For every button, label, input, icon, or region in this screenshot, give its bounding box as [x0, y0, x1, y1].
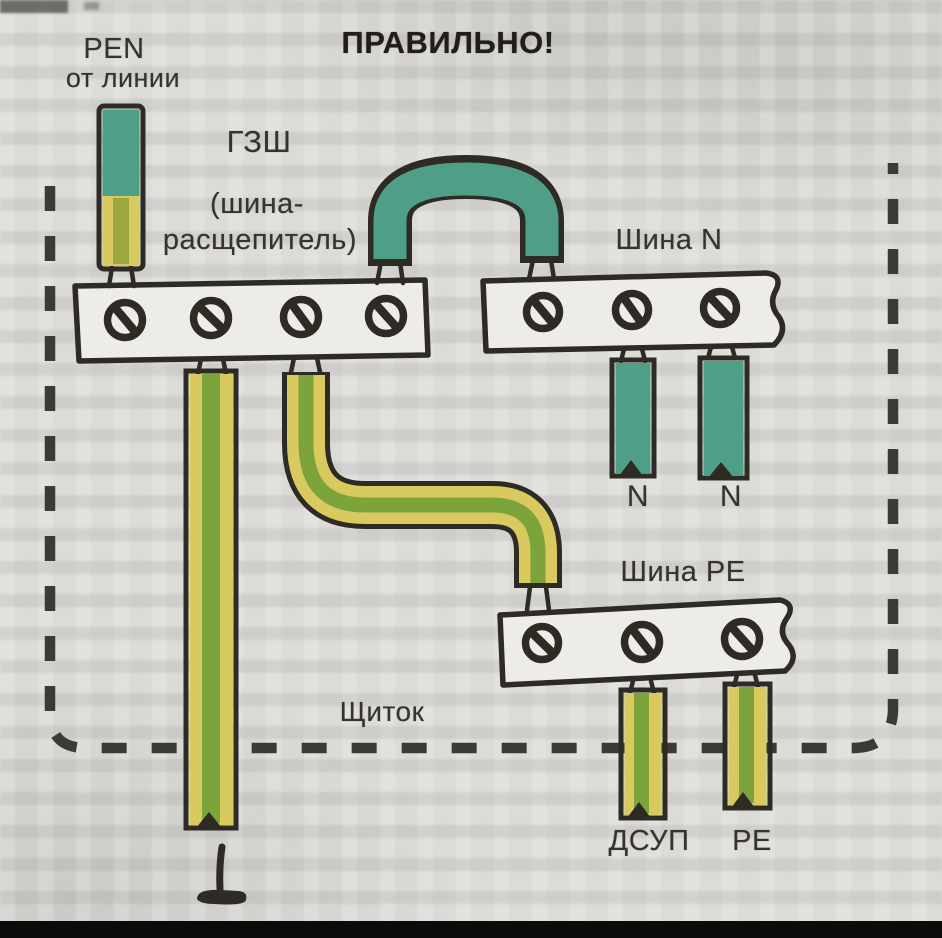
label-pe-out: PE	[732, 825, 772, 857]
gzsh-screw-3	[279, 295, 323, 339]
label-bus-n: Шина N	[615, 224, 723, 256]
gzsh-screw-1	[103, 298, 147, 342]
ground-wire-main	[183, 368, 247, 905]
dsup-wire	[618, 687, 668, 821]
label-gzsh: ГЗШ	[226, 124, 292, 159]
pe-screw-1	[521, 622, 563, 664]
gzsh-bus	[72, 277, 431, 364]
diagram-title: ПРАВИЛЬНО!	[341, 25, 555, 60]
pe-screw-3	[720, 617, 764, 661]
earth-electrode-symbol	[197, 889, 247, 905]
pe-wire	[722, 681, 773, 811]
label-pen-line1: PEN	[83, 33, 145, 65]
pen-wire	[96, 103, 146, 272]
pe-branch-wire	[282, 372, 562, 588]
panel-dashed-border	[44, 163, 899, 754]
n-screw-1	[522, 291, 564, 333]
scan-artifact-bottom-bar	[0, 921, 942, 938]
scan-artifact-top-left	[0, 0, 68, 13]
wire-end-notch	[196, 812, 222, 828]
jumper-wire	[368, 154, 564, 266]
n-wire-1	[609, 357, 657, 479]
label-gzsh-sub2: расщепитель)	[162, 224, 358, 256]
n-screw-3	[699, 287, 741, 329]
label-pen-line2: от линии	[65, 63, 181, 93]
label-dsup-out: ДСУП	[608, 825, 690, 857]
n-wire-2	[697, 355, 750, 481]
earth-electrode-stem	[216, 843, 226, 893]
n-screw-2	[611, 289, 653, 331]
label-n-out-1: N	[626, 480, 650, 513]
label-panel: Щиток	[339, 696, 425, 727]
label-gzsh-sub1: (шина-	[210, 188, 304, 220]
pe-screw-2	[620, 620, 664, 664]
label-bus-pe: Шина PE	[620, 556, 746, 588]
gzsh-screw-4	[364, 294, 408, 338]
label-n-out-2: N	[719, 480, 743, 513]
gzsh-screw-2	[189, 296, 233, 340]
scan-artifact-top-left-2	[84, 2, 99, 10]
